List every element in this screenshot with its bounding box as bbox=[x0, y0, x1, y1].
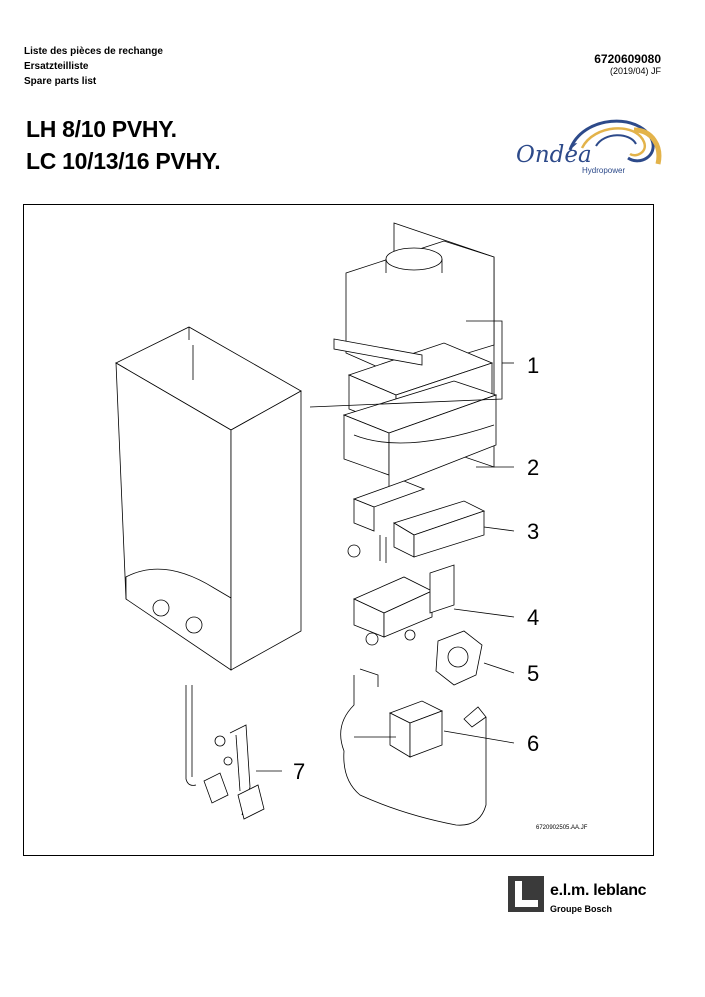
front-casing bbox=[115, 326, 302, 671]
elm-leblanc-symbol-icon bbox=[515, 881, 538, 907]
callout-7: 7 bbox=[293, 759, 306, 784]
callout-6: 6 bbox=[527, 731, 540, 756]
callout-3: 3 bbox=[527, 519, 540, 544]
company-name: e.l.m. leblanc bbox=[550, 882, 647, 899]
control-box bbox=[340, 668, 487, 826]
model-title-1: LH 8/10 PVHY. bbox=[26, 116, 177, 142]
figure-reference: 6720902505.AA.JF bbox=[536, 825, 588, 831]
callout-1: 1 bbox=[527, 353, 540, 378]
water-valve bbox=[435, 630, 483, 686]
company-group: Groupe Bosch bbox=[550, 904, 613, 914]
callout-2: 2 bbox=[527, 455, 540, 480]
connection-kit bbox=[185, 685, 265, 820]
header-line-fr: Liste des pièces de rechange bbox=[24, 46, 163, 57]
callout-5: 5 bbox=[527, 661, 540, 686]
doc-number: 6720609080 bbox=[594, 52, 661, 66]
ondea-wave-icon: Ondéa Hydropower bbox=[516, 119, 662, 175]
ondea-sub: Hydropower bbox=[582, 166, 625, 175]
model-title-2: LC 10/13/16 PVHY. bbox=[26, 148, 221, 174]
ondea-logo: Ondéa Hydropower bbox=[512, 110, 672, 180]
exploded-view-frame: 1 2 3 4 5 6 7 6720902505.AA.JF bbox=[23, 204, 654, 856]
doc-id-block: 6720609080 (2019/04) JF bbox=[594, 52, 661, 76]
elm-leblanc-mark-icon bbox=[508, 876, 544, 912]
doc-date: (2019/04) JF bbox=[609, 66, 661, 76]
header-line-en: Spare parts list bbox=[24, 76, 97, 87]
doc-header-lines: Liste des pièces de rechange Ersatzteill… bbox=[24, 44, 163, 89]
exploded-view-drawing bbox=[115, 222, 515, 826]
burner-assembly bbox=[347, 480, 486, 563]
gas-valve bbox=[353, 564, 455, 646]
ondea-name: Ondéa bbox=[516, 142, 592, 168]
hood-assembly bbox=[333, 222, 498, 488]
header-line-de: Ersatzteilliste bbox=[24, 61, 89, 72]
leader-lines bbox=[256, 320, 515, 772]
callout-4: 4 bbox=[527, 605, 540, 630]
